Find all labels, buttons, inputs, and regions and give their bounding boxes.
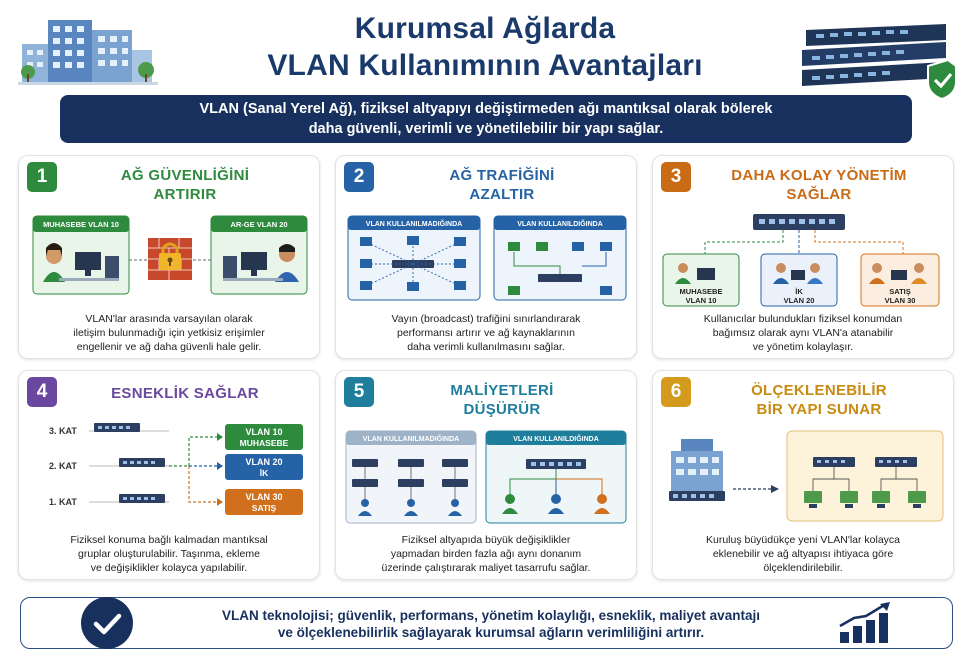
card1-description: VLAN'lar arasında varsayılan olarak ilet… xyxy=(73,313,265,353)
vlan10-dept: MUHASEBE xyxy=(240,438,289,448)
card6-number: 6 xyxy=(661,377,691,407)
card1-right-label: AR-GE VLAN 20 xyxy=(230,220,287,229)
card-scalability: 6 ÖLÇEKLENEBİLİR BİR YAPI SUNAR Kuruluş … xyxy=(652,370,954,580)
title-line-2: VLAN Kullanımının Avantajları xyxy=(267,49,703,82)
card2-description: Vayın (broadcast) trafiğini sınırlandıra… xyxy=(391,313,581,353)
buildings-icon xyxy=(18,20,158,85)
card6-description: Kuruluş büyüdükçe yeni VLAN'lar kolayca … xyxy=(705,534,901,574)
checkmark-icon xyxy=(81,597,133,649)
card5-left-label: VLAN KULLANILMADIĞINDA xyxy=(363,434,459,443)
traffic-illustration: VLAN KULLANILMADIĞINDA VLAN KULLANILDIĞI… xyxy=(347,215,627,301)
card1-number: 1 xyxy=(27,162,57,192)
scalability-illustration xyxy=(669,430,944,522)
card-flexibility: 3. KAT 2. KAT 1. KAT xyxy=(18,370,320,580)
security-illustration: MUHASEBE VLAN 10 AR-GE VLAN 20 xyxy=(32,215,308,295)
vlan20-dept: İK xyxy=(260,468,269,478)
summary-footer: VLAN teknolojisi; güvenlik, performans, … xyxy=(20,597,953,649)
management-illustration: MUHASEBE VLAN 10 İK VLAN 20 SATIŞ VLAN 3… xyxy=(662,214,940,307)
card3-title: DAHA KOLAY YÖNETİM SAĞLAR xyxy=(731,167,907,203)
card3-label-vlan10: VLAN 10 xyxy=(686,296,717,305)
card3-label-satis: SATIŞ xyxy=(889,287,911,296)
intro-banner: VLAN (Sanal Yerel Ağ), fiziksel altyapıy… xyxy=(60,95,912,143)
vlan20-name: VLAN 20 xyxy=(245,457,282,467)
card-cost: VLAN KULLANILMADIĞINDA VLAN KULLANILDIĞI… xyxy=(335,370,637,580)
card4-description: Fiziksel konuma bağlı kalmadan mantıksal… xyxy=(70,534,268,574)
card5-title: MALİYETLERİ DÜŞÜRÜR xyxy=(450,382,554,418)
card3-label-vlan20: VLAN 20 xyxy=(784,296,815,305)
summary-text: VLAN teknolojisi; güvenlik, performans, … xyxy=(151,607,831,641)
vlan30-dept: SATIŞ xyxy=(252,503,277,513)
card1-title: AĞ GÜVENLİĞİNİ ARTIRIR xyxy=(120,167,250,203)
card3-description: Kullanıcılar bulundukları fiziksel konum… xyxy=(703,313,903,353)
title-line-1: Kurumsal Ağlarda xyxy=(354,12,616,45)
card5-number: 5 xyxy=(344,377,374,407)
card6-title: ÖLÇEKLENEBİLİR BİR YAPI SUNAR xyxy=(751,382,887,418)
card4-title: ESNEKLİK SAĞLAR xyxy=(111,385,259,402)
summary-line-1: VLAN teknolojisi; güvenlik, performans, … xyxy=(222,608,760,623)
card3-label-ik: İK xyxy=(795,287,803,296)
card3-number: 3 xyxy=(661,162,691,192)
vlan10-name: VLAN 10 xyxy=(245,427,282,437)
summary-line-2: ve ölçeklenebilirlik sağlayarak kurumsal… xyxy=(277,625,705,640)
card3-label-muhasebe: MUHASEBE xyxy=(680,287,723,296)
card2-left-label: VLAN KULLANILMADIĞINDA xyxy=(366,219,462,228)
card5-description: Fiziksel altyapıda büyük değişiklikler y… xyxy=(381,534,591,574)
floor-2-label: 2. KAT xyxy=(49,461,77,471)
card1-left-label: MUHASEBE VLAN 10 xyxy=(43,220,119,229)
intro-line-2: daha güvenli, verimli ve yönetilebilir b… xyxy=(308,121,664,137)
card-management: MUHASEBE VLAN 10 İK VLAN 20 SATIŞ VLAN 3… xyxy=(652,155,954,359)
card2-number: 2 xyxy=(344,162,374,192)
card2-title: AĞ TRAFİĞİNİ AZALTIR xyxy=(449,167,555,203)
card5-right-label: VLAN KULLANILDIĞINDA xyxy=(513,434,599,443)
card3-label-vlan30: VLAN 30 xyxy=(885,296,916,305)
growth-chart-icon xyxy=(839,602,890,643)
office-building-icon xyxy=(669,439,725,501)
intro-line-1: VLAN (Sanal Yerel Ağ), fiziksel altyapıy… xyxy=(199,101,773,117)
card4-number: 4 xyxy=(27,377,57,407)
page-title: Kurumsal Ağlarda VLAN Kullanımının Avant… xyxy=(170,10,800,84)
vlan30-name: VLAN 30 xyxy=(245,492,282,502)
card-traffic: VLAN KULLANILMADIĞINDA VLAN KULLANILDIĞI… xyxy=(335,155,637,359)
flexibility-illustration: 3. KAT 2. KAT 1. KAT xyxy=(49,423,303,515)
floor-3-label: 3. KAT xyxy=(49,426,77,436)
network-switch-shield-icon xyxy=(802,24,957,100)
padlock-icon xyxy=(159,242,181,270)
card-security: MUHASEBE VLAN 10 AR-GE VLAN 20 xyxy=(18,155,320,359)
card2-right-label: VLAN KULLANILDIĞINDA xyxy=(517,219,603,228)
cost-illustration: VLAN KULLANILMADIĞINDA VLAN KULLANILDIĞI… xyxy=(345,430,627,524)
floor-1-label: 1. KAT xyxy=(49,497,77,507)
